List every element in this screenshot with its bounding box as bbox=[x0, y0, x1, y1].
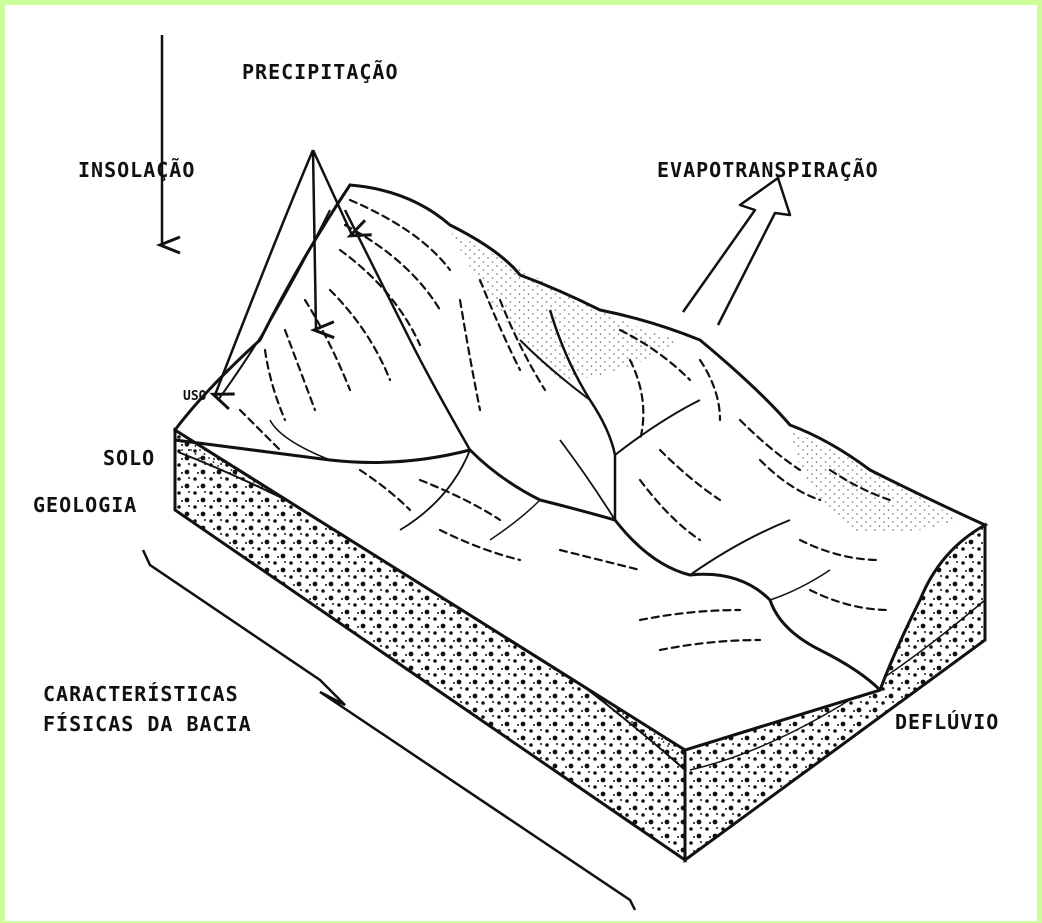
soil-label: SOLO bbox=[103, 443, 155, 473]
insolation-label: INSOLAÇÃO bbox=[78, 155, 195, 185]
physical-characteristics-line1: CARACTERÍSTICAS bbox=[43, 679, 239, 709]
evapotranspiration-label: EVAPOTRANSPIRAÇÃO bbox=[657, 155, 879, 185]
land-use-label: USO bbox=[183, 389, 206, 405]
physical-characteristics-line2: FÍSICAS DA BACIA bbox=[43, 709, 252, 739]
geology-label: GEOLOGIA bbox=[33, 490, 137, 520]
runoff-label: DEFLÚVIO bbox=[895, 707, 999, 737]
precipitation-label: PRECIPITAÇÃO bbox=[242, 57, 399, 87]
evapotranspiration-arrow bbox=[683, 178, 790, 325]
